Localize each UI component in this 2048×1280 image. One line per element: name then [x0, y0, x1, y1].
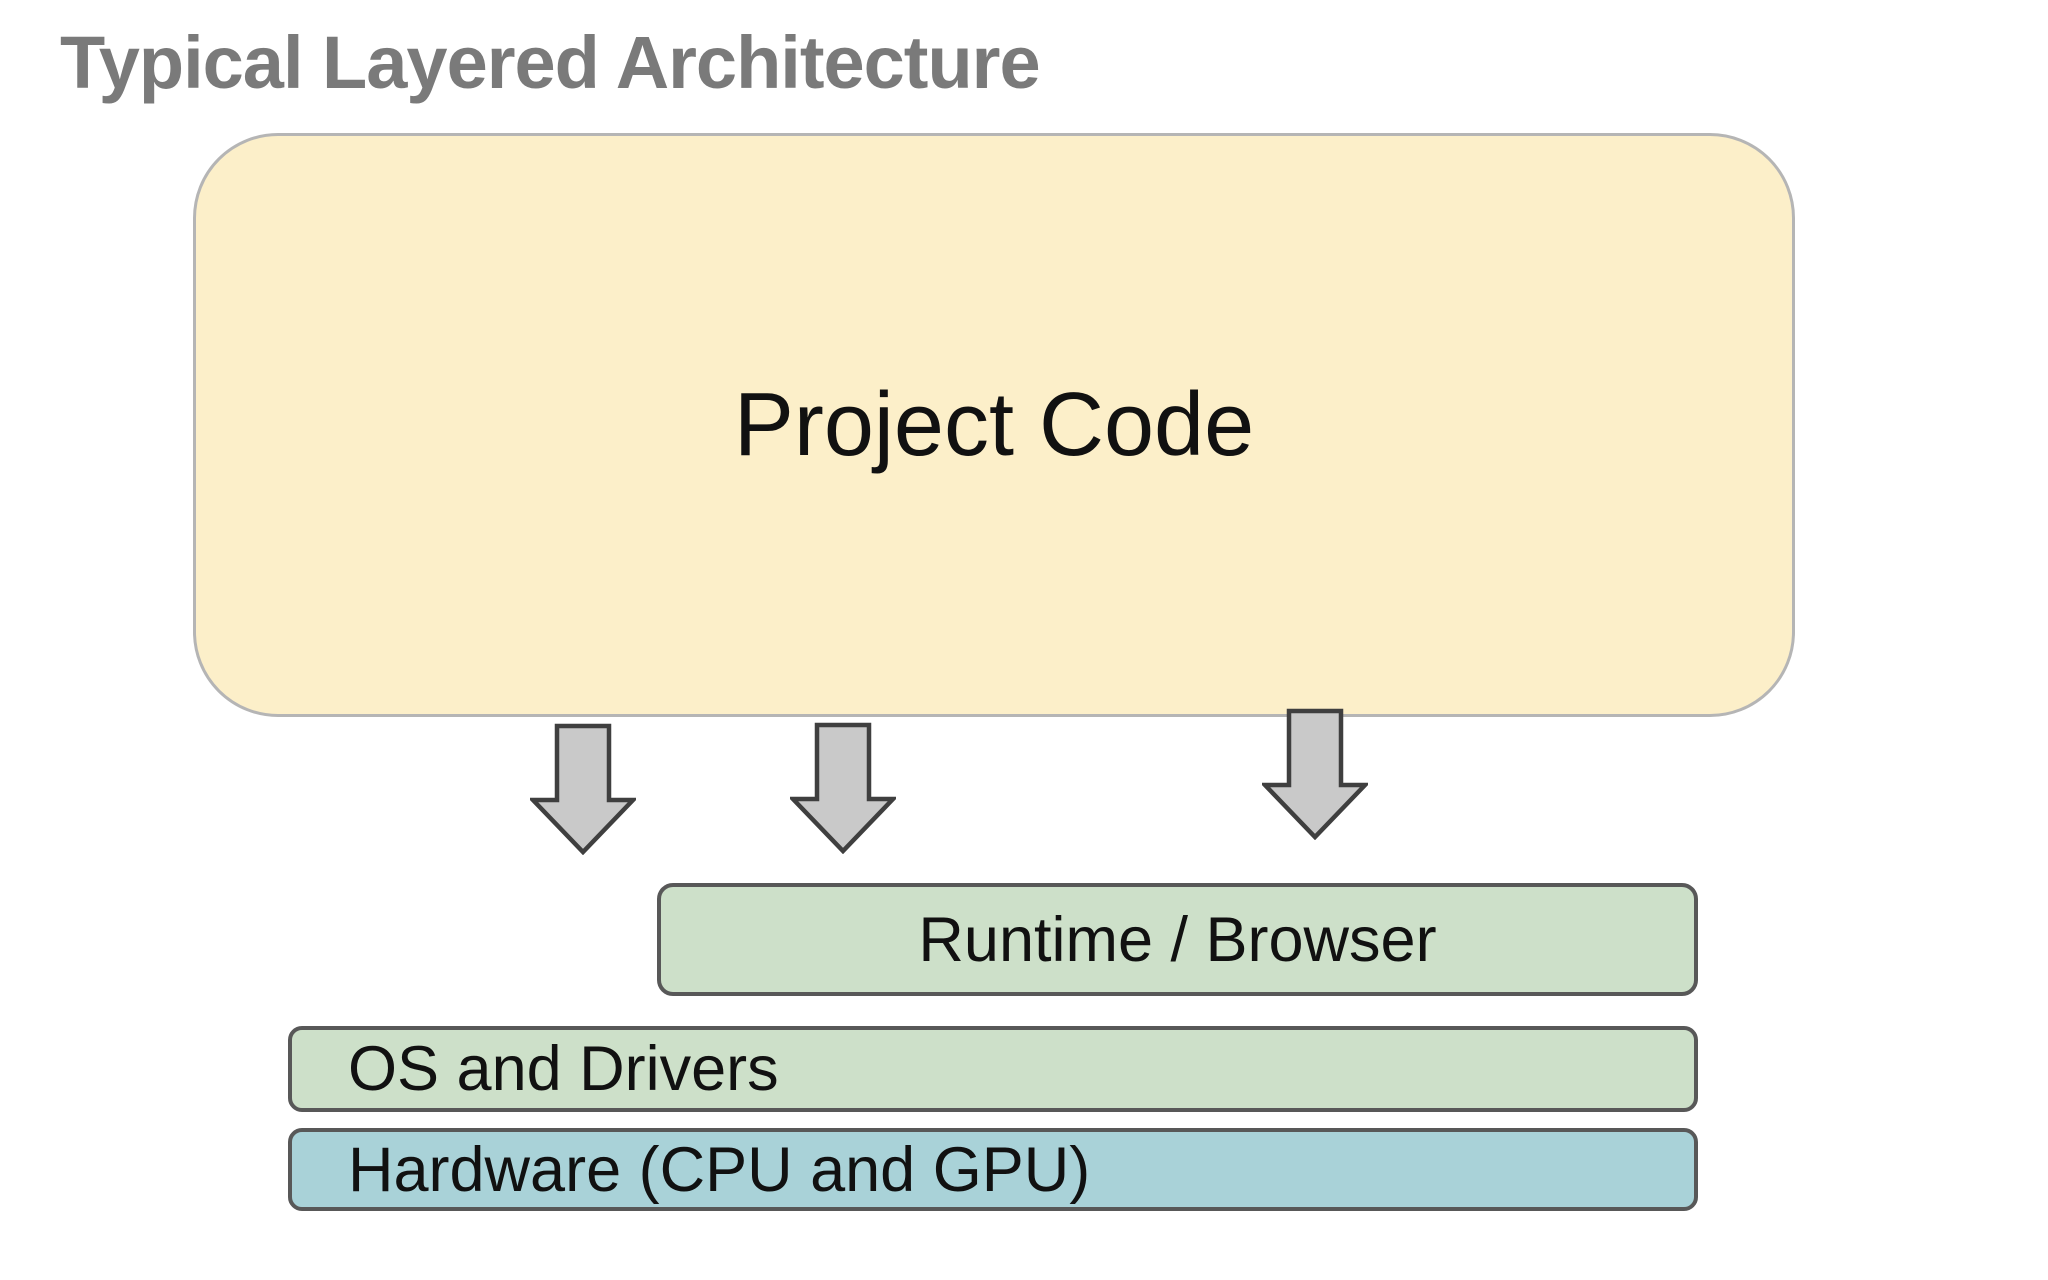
- layer-os-drivers-label: OS and Drivers: [348, 1034, 779, 1104]
- down-arrow-icon: [790, 722, 896, 854]
- slide-title: Typical Layered Architecture: [60, 21, 1041, 104]
- layer-runtime-browser: Runtime / Browser: [657, 883, 1698, 996]
- layer-runtime-browser-label: Runtime / Browser: [918, 904, 1437, 975]
- down-arrow-icon: [1262, 708, 1368, 840]
- layer-hardware: Hardware (CPU and GPU): [288, 1128, 1698, 1211]
- layer-os-drivers: OS and Drivers: [288, 1026, 1698, 1112]
- layer-hardware-label: Hardware (CPU and GPU): [348, 1134, 1091, 1205]
- down-arrow-icon: [530, 723, 636, 855]
- layer-project-code: Project Code: [193, 133, 1795, 717]
- layer-project-code-label: Project Code: [733, 374, 1255, 475]
